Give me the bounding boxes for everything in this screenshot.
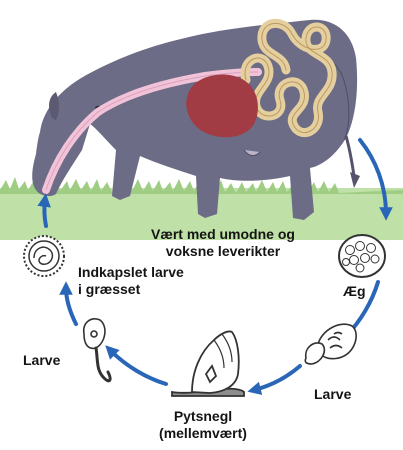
arrow-larva-to-cyst	[66, 288, 76, 324]
larva-snail-icon	[84, 319, 110, 381]
arrow-larva-to-snail	[254, 366, 300, 390]
eggs-label: Æg	[343, 283, 366, 300]
host-label: Vært med umodne og voksne leverikter	[123, 226, 323, 260]
eggs-icon	[339, 235, 385, 277]
snail-label-line2: (mellemvært)	[148, 425, 258, 442]
cyst-label-line1: Indkapslet larve	[78, 264, 184, 281]
arrow-snail-to-larva	[110, 350, 166, 384]
snail-label-line1: Pytsnegl	[148, 408, 258, 425]
larva-water-icon	[305, 324, 356, 364]
larva-snail-label: Larve	[23, 352, 60, 369]
host-label-line1: Vært med umodne og	[123, 226, 323, 243]
cyst-icon	[24, 236, 64, 276]
snail-label: Pytsnegl (mellemvært)	[148, 408, 258, 442]
arrow-cyst-to-cow	[44, 200, 46, 226]
host-label-line2: voksne leverikter	[123, 243, 323, 260]
snail-icon	[172, 331, 244, 396]
larva-water-label: Larve	[314, 386, 351, 403]
cyst-label: Indkapslet larve i græsset	[78, 264, 184, 298]
cyst-label-line2: i græsset	[78, 281, 184, 298]
